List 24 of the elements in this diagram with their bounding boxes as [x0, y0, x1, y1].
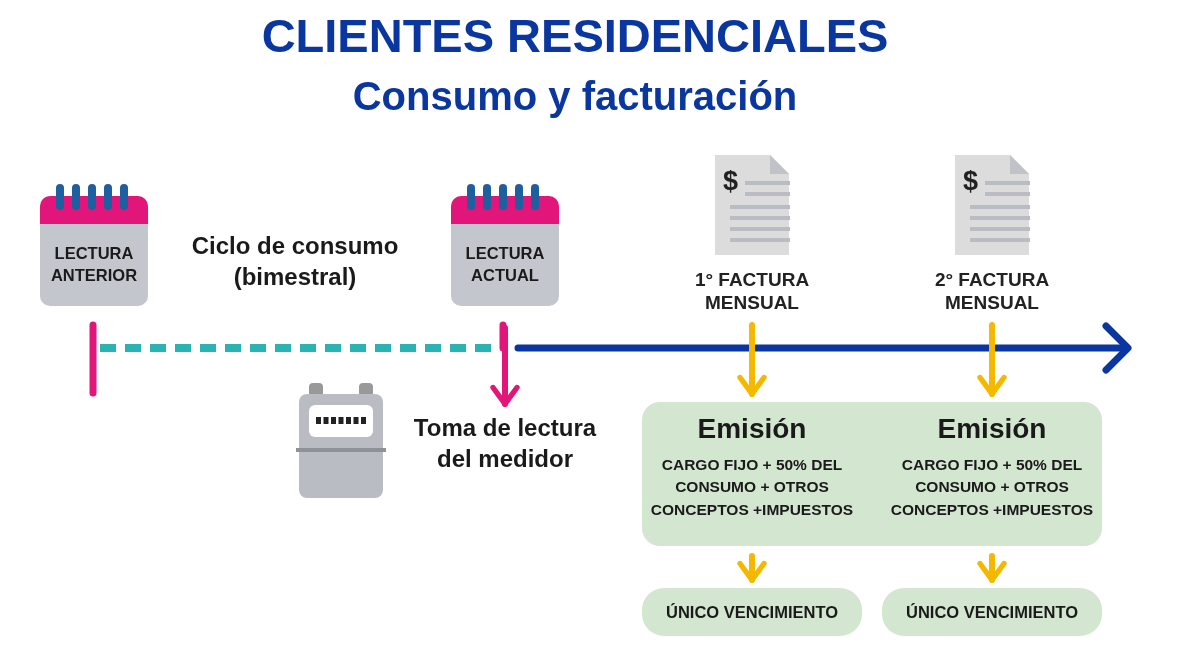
arrow: [977, 553, 1007, 583]
arrow: [490, 325, 520, 407]
cycle-label: Ciclo de consumo (bimestral): [190, 231, 400, 293]
calendar-label: LECTURA ACTUAL: [464, 243, 546, 287]
calendar-label: LECTURA ANTERIOR: [49, 243, 139, 287]
currency-sign: $: [963, 165, 979, 198]
title: CLIENTES RESIDENCIALES: [260, 8, 890, 63]
meter-reading-label: Toma de lectura del medidor: [412, 413, 598, 475]
due-date-pill: [642, 588, 862, 636]
arrow: [977, 322, 1007, 397]
due-date-label: ÚNICO VENCIMIENTO: [665, 602, 838, 622]
arrow: [737, 322, 767, 397]
panel-heading: Emisión: [696, 412, 808, 446]
panel-heading: Emisión: [936, 412, 1048, 446]
arrow: [737, 553, 767, 583]
due-date-label: ÚNICO VENCIMIENTO: [905, 602, 1078, 622]
billing-panel: [642, 402, 1102, 546]
charge-list: CARGO FIJO + 50% DEL CONSUMO + OTROS CONCEPTOS +IMPUESTOS: [647, 454, 857, 522]
invoice-label: 2° FACTURA MENSUAL: [933, 269, 1051, 315]
invoice-label: 1° FACTURA MENSUAL: [693, 269, 811, 315]
currency-sign: $: [723, 165, 739, 198]
charge-list: CARGO FIJO + 50% DEL CONSUMO + OTROS CONCEPTOS +IMPUESTOS: [887, 454, 1097, 522]
due-date-pill: [882, 588, 1102, 636]
subtitle: Consumo y facturación: [351, 73, 799, 120]
